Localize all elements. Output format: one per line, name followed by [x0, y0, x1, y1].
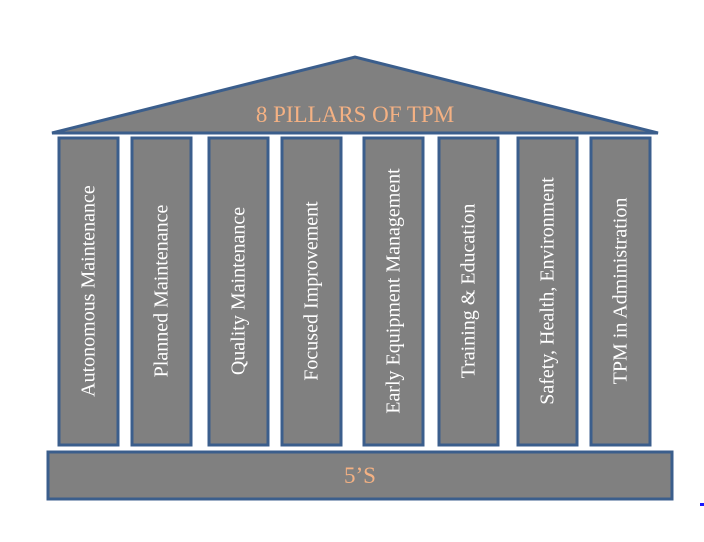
- pillar: [57, 136, 120, 447]
- roof-title: 8 PILLARS OF TPM: [256, 102, 454, 127]
- base-5s: [46, 450, 674, 501]
- roof: [51, 55, 659, 135]
- pillar-label: Focused Improvement: [301, 201, 323, 381]
- pillar-label: Quality Maintenance: [228, 207, 250, 375]
- pillar: [280, 136, 343, 447]
- pillar: [207, 136, 270, 447]
- pillar-label: Safety, Health, Environment: [537, 177, 559, 405]
- base-label: 5’S: [344, 463, 376, 488]
- pillar-label: TPM in Administration: [610, 198, 632, 385]
- pillar: [362, 136, 425, 447]
- pillar: [589, 136, 652, 447]
- pillar: [130, 136, 193, 447]
- pillar-label: Early Equipment Management: [383, 168, 405, 414]
- small-mark: [700, 503, 704, 506]
- pillars: Autonomous Maintenance Planned Maintenanc…: [57, 136, 652, 447]
- pillar: [516, 136, 579, 447]
- pillar-label: Training & Education: [458, 204, 480, 379]
- pillar-label: Autonomous Maintenance: [78, 185, 100, 397]
- pillar: [437, 136, 500, 447]
- pillar-label: Planned Maintenance: [151, 205, 173, 378]
